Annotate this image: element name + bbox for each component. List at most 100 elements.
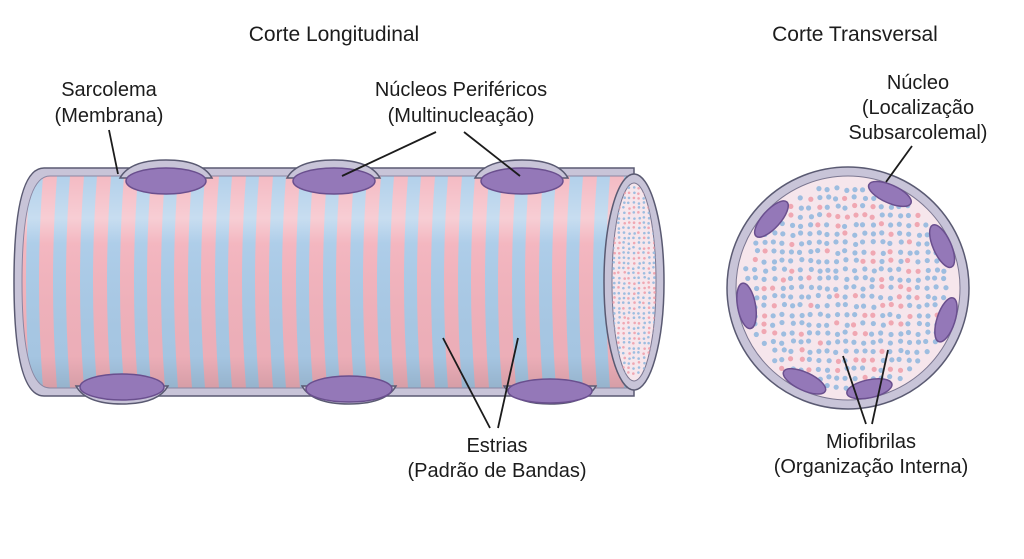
- myofibril-dot: [622, 321, 625, 325]
- myofibril-dot: [862, 275, 868, 281]
- myofibril-dot: [770, 338, 776, 345]
- myofibril-dot: [637, 211, 640, 214]
- myofibril-dot: [915, 259, 921, 265]
- leader-miofibrilas-2: [871, 349, 889, 425]
- myofibril-dot: [623, 277, 627, 280]
- myofibril-dot: [638, 301, 642, 304]
- myofibril-dot: [637, 371, 640, 374]
- myofibril-dot: [915, 277, 921, 283]
- myofibril-dot: [779, 365, 785, 371]
- myofibril-dot: [642, 316, 645, 320]
- myofibril-dot: [623, 196, 626, 200]
- myofibril-dot: [627, 281, 631, 285]
- nucleus-top-2: [285, 159, 382, 195]
- myofibril-dot: [833, 268, 839, 274]
- myofibril-dot: [762, 313, 768, 319]
- myofibril-dot: [623, 270, 627, 274]
- myofibril-dot: [859, 365, 866, 371]
- myofibril-dot: [851, 365, 857, 371]
- myofibril-dot: [627, 301, 631, 305]
- myofibril-dot: [824, 303, 830, 309]
- myofibril-dot: [613, 292, 616, 295]
- myofibril-dot: [652, 311, 655, 315]
- myofibril-dot: [790, 232, 796, 239]
- myofibril-dot: [781, 331, 787, 337]
- myofibril-dot: [817, 268, 823, 274]
- myofibril-dot: [622, 286, 625, 290]
- myofibril-dot: [832, 196, 839, 202]
- myofibril-dot: [643, 341, 646, 345]
- myofibril-dot: [643, 286, 646, 290]
- myofibril-dot: [843, 338, 849, 344]
- myofibril-dot: [906, 231, 912, 237]
- myofibril-dot: [779, 257, 785, 263]
- myofibril-dot: [627, 362, 631, 365]
- myofibril-dot: [878, 221, 885, 227]
- myofibril-dot: [637, 206, 641, 209]
- myofibril-dot: [799, 312, 805, 319]
- myofibril-dot: [647, 267, 651, 270]
- myofibril-dot: [870, 204, 876, 210]
- myofibril-dot: [643, 331, 646, 335]
- myofibril-dot: [653, 276, 656, 279]
- myofibril-dot: [636, 296, 640, 299]
- myofibril-dot: [861, 340, 867, 346]
- myofibril-dot: [647, 241, 651, 244]
- myofibril-dot: [887, 340, 893, 346]
- myofibril-dot: [851, 284, 857, 290]
- myofibril-dot: [806, 322, 812, 328]
- myofibril-dot: [862, 230, 868, 236]
- myofibril-dot: [878, 266, 884, 272]
- myofibril-dot: [806, 367, 812, 373]
- myofibril-dot: [878, 204, 884, 210]
- myofibril-dot: [761, 321, 767, 327]
- myofibril-dot: [618, 316, 621, 319]
- myofibril-dot: [799, 320, 805, 326]
- myofibril-dot: [780, 285, 786, 291]
- myofibril-dot: [622, 266, 625, 270]
- myofibril-dot: [835, 250, 841, 257]
- myofibril-dot: [906, 239, 913, 245]
- myofibril-dot: [870, 348, 876, 355]
- myofibril-dot: [632, 347, 636, 350]
- label-nucleos: Núcleos Periféricos (Multinucleação): [375, 79, 547, 127]
- myofibril-dot: [797, 214, 803, 220]
- myofibril-dot: [617, 231, 621, 234]
- myofibril-dot: [618, 261, 621, 265]
- myofibril-dot: [790, 303, 796, 309]
- myofibril-dot: [887, 374, 893, 380]
- myofibril-dot: [647, 236, 650, 240]
- myofibril-dot: [898, 321, 904, 327]
- myofibril-dot: [914, 221, 920, 228]
- myofibril-dot: [943, 285, 949, 291]
- myofibril-dot: [633, 292, 636, 296]
- myofibril-dot: [652, 306, 655, 309]
- leader-nucleos-2: [463, 131, 521, 177]
- myofibril-dot: [870, 222, 877, 228]
- myofibril-dot: [637, 271, 640, 275]
- myofibril-dot: [834, 293, 840, 299]
- myofibril-dot: [842, 195, 848, 202]
- myofibril-dot: [924, 275, 931, 281]
- myofibril-dot: [771, 259, 778, 265]
- myofibril-dot: [934, 258, 940, 264]
- myofibril-dot: [790, 320, 796, 326]
- myofibril-dot: [870, 320, 876, 327]
- myofibril-dot: [628, 232, 631, 235]
- myofibril-dot: [799, 294, 805, 300]
- myofibril-dot: [843, 257, 849, 263]
- myofibril-dot: [637, 337, 641, 341]
- myofibril-dot: [627, 297, 630, 300]
- myofibril-dot: [779, 357, 785, 363]
- myofibril-dot: [887, 249, 893, 255]
- myofibril-dot: [627, 221, 631, 224]
- myofibril-dot: [798, 205, 804, 211]
- nucleus-top-1: [118, 159, 214, 195]
- myofibril-dot: [799, 347, 805, 353]
- myofibril-dot: [637, 281, 641, 285]
- myofibril-dot: [647, 331, 651, 334]
- myofibril-dot: [772, 330, 778, 336]
- svg-text:Sarcolema: Sarcolema: [61, 79, 157, 101]
- leader-estrias-1: [442, 337, 491, 429]
- myofibril-dot: [637, 241, 641, 244]
